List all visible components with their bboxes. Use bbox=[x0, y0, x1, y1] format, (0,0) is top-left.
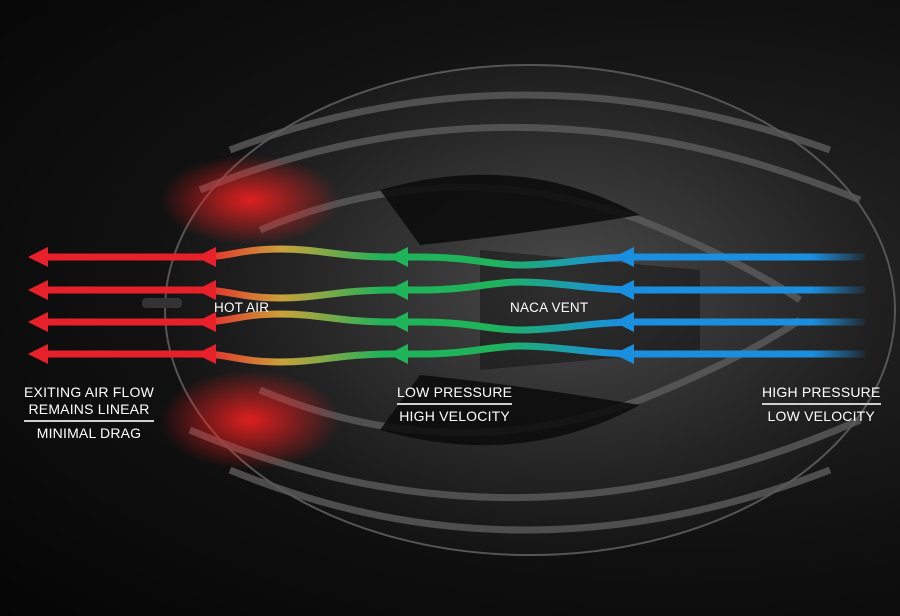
rear-clip bbox=[142, 298, 182, 308]
hot-zone-bottom bbox=[160, 370, 340, 470]
high-pressure-caption: HIGH PRESSURE LOW VELOCITY bbox=[762, 384, 881, 425]
arrowhead-left-icon bbox=[388, 312, 408, 332]
arrowhead-left-icon bbox=[28, 344, 48, 364]
airflow-line bbox=[40, 310, 865, 334]
arrowhead-left-icon bbox=[388, 280, 408, 300]
hot-zone-top bbox=[160, 155, 340, 245]
arrowhead-left-icon bbox=[196, 312, 216, 332]
airflow-line bbox=[40, 245, 865, 269]
arrowhead-left-icon bbox=[614, 344, 634, 364]
exit-airflow-caption: EXITING AIR FLOW REMAINS LINEAR MINIMAL … bbox=[24, 384, 154, 442]
caption-line: HIGH VELOCITY bbox=[399, 408, 510, 424]
arrowhead-left-icon bbox=[28, 312, 48, 332]
airflow-arrows bbox=[28, 245, 865, 366]
caption-divider bbox=[24, 420, 154, 422]
caption-line: MINIMAL DRAG bbox=[36, 425, 142, 441]
arrowhead-left-icon bbox=[614, 312, 634, 332]
arrowhead-left-icon bbox=[388, 344, 408, 364]
caption-line: LOW VELOCITY bbox=[767, 408, 875, 424]
caption-divider bbox=[397, 403, 513, 405]
arrowhead-left-icon bbox=[388, 247, 408, 267]
caption-line: EXITING AIR FLOW bbox=[24, 384, 154, 400]
arrowhead-left-icon bbox=[196, 344, 216, 364]
arrowhead-left-icon bbox=[196, 280, 216, 300]
helmet bbox=[142, 64, 896, 556]
low-pressure-caption: LOW PRESSURE HIGH VELOCITY bbox=[397, 384, 513, 425]
caption-divider bbox=[762, 403, 881, 405]
airflow-line bbox=[40, 278, 865, 302]
airflow-line bbox=[40, 342, 865, 366]
arrowhead-left-icon bbox=[196, 247, 216, 267]
arrowhead-left-icon bbox=[28, 280, 48, 300]
arrowhead-left-icon bbox=[614, 280, 634, 300]
naca-vent-label: NACA VENT bbox=[510, 300, 589, 315]
arrowhead-left-icon bbox=[28, 247, 48, 267]
arrowhead-left-icon bbox=[614, 247, 634, 267]
caption-line: LOW PRESSURE bbox=[397, 384, 513, 400]
caption-line: REMAINS LINEAR bbox=[28, 401, 150, 417]
caption-line: HIGH PRESSURE bbox=[762, 384, 881, 400]
hot-air-label: HOT AIR bbox=[214, 300, 270, 315]
